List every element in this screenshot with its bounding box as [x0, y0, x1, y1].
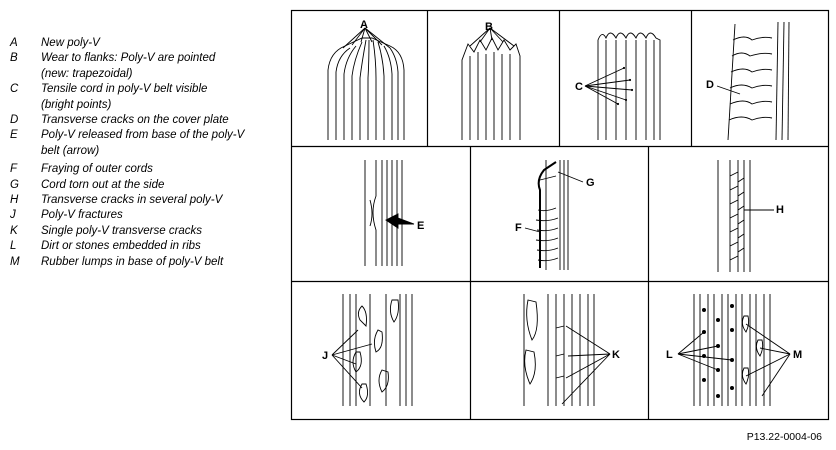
legend-key: M — [10, 255, 20, 268]
legend-text: Transverse cracks in several poly-V — [41, 194, 223, 207]
legend-item-l: L Dirt or stones embedded in ribs — [10, 239, 285, 254]
legend-item-m: M Rubber lumps in base of poly-V belt — [10, 255, 285, 270]
legend-item-e: E Poly-V released from base of the poly-V… — [10, 128, 285, 159]
legend-item-g: G Cord torn out at the side — [10, 178, 285, 193]
legend-key: J — [10, 209, 16, 222]
panel-e-rib-released — [364, 160, 415, 266]
callout-g: G — [586, 177, 595, 189]
panel-d-cover-cracks — [716, 21, 790, 141]
legend-item-d: D Transverse cracks on the cover plate — [10, 113, 285, 128]
callout-c: C — [575, 81, 583, 93]
panel-lm-dirt-and-lumps — [677, 294, 791, 406]
legend-key: B — [10, 52, 18, 65]
legend-text: Single poly-V transverse cracks — [41, 224, 203, 237]
legend-item-b: B Wear to flanks: Poly-V are pointed (new… — [10, 51, 285, 82]
panel-h-multi-rib-cracks — [717, 160, 774, 272]
panel-j-rib-fractures — [331, 294, 413, 406]
panel-c-visible-cord — [584, 32, 661, 140]
legend-key: K — [10, 224, 18, 237]
legend-key: L — [10, 240, 17, 253]
legend-text: Poly-V released from base of the poly-V … — [41, 129, 245, 157]
legend-item-k: K Single poly-V transverse cracks — [10, 224, 285, 239]
legend-text: Tensile cord in poly-V belt visible (bri… — [41, 83, 208, 111]
callout-e: E — [417, 220, 424, 232]
panel-k-single-rib-cracks — [523, 294, 611, 406]
legend-key: A — [10, 37, 18, 49]
callout-l: L — [666, 349, 673, 361]
callout-k: K — [612, 349, 620, 361]
legend-text: Poly-V fractures — [41, 209, 123, 222]
figure-reference: P13.22-0004-06 — [746, 431, 822, 443]
legend-key: G — [10, 178, 19, 191]
legend-text: Cord torn out at the side — [41, 178, 165, 191]
callout-f: F — [515, 222, 522, 234]
callout-b: B — [485, 21, 493, 33]
legend-item-h: H Transverse cracks in several poly-V — [10, 193, 285, 208]
legend-key: F — [10, 163, 18, 176]
legend-item-f: F Fraying of outer cords — [10, 162, 285, 177]
legend-key: H — [10, 194, 19, 207]
panel-b-worn-flanks — [461, 27, 521, 140]
callout-j: J — [322, 350, 328, 362]
callout-d: D — [706, 79, 714, 91]
legend-text: Transverse cracks on the cover plate — [41, 114, 229, 127]
callout-h: H — [776, 204, 784, 216]
legend-key: D — [10, 114, 19, 127]
legend: A New poly-V B Wear to flanks: Poly-V are … — [10, 36, 285, 270]
legend-key: E — [10, 129, 18, 142]
legend-item-a: A New poly-V — [10, 36, 285, 51]
callout-a: A — [360, 19, 368, 31]
legend-key: C — [10, 83, 19, 96]
callout-m: M — [793, 349, 802, 361]
legend-text: Dirt or stones embedded in ribs — [41, 240, 201, 253]
legend-text: Wear to flanks: Poly-V are pointed (new:… — [41, 52, 216, 80]
legend-text: Rubber lumps in base of poly-V belt — [41, 255, 224, 268]
panel-fg-frayed-edge — [524, 160, 584, 270]
legend-item-c: C Tensile cord in poly-V belt visible (br… — [10, 82, 285, 113]
panel-a-new-belt — [327, 27, 405, 140]
legend-text: Fraying of outer cords — [41, 163, 153, 176]
legend-item-j: J Poly-V fractures — [10, 208, 285, 223]
legend-text: New poly-V — [41, 37, 100, 49]
